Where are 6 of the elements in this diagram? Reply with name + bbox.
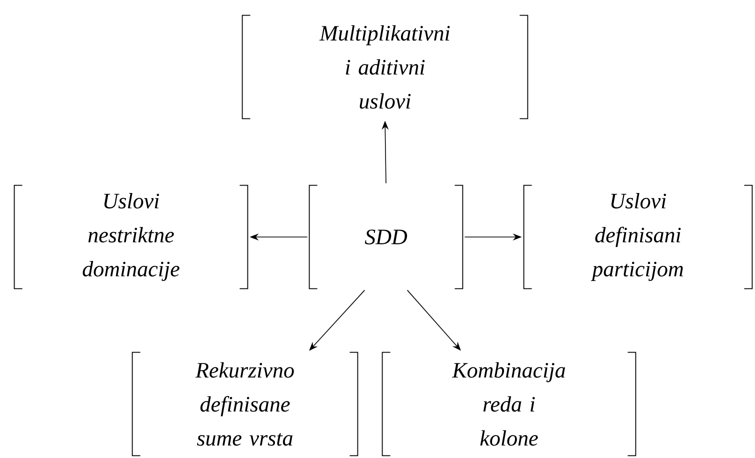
bracket-box: SDD xyxy=(308,184,464,290)
bracket-box: Uslovi definisani particijom xyxy=(523,184,753,290)
bracket-box: Rekurzivno definisane sume vrsta xyxy=(132,352,358,456)
bracket-box: Kombinacija reda i kolone xyxy=(382,352,636,456)
bracket-box: Uslovi nestriktne dominacije xyxy=(14,184,248,290)
bracket-box: Multiplikativni i aditivni uslovi xyxy=(242,14,528,120)
